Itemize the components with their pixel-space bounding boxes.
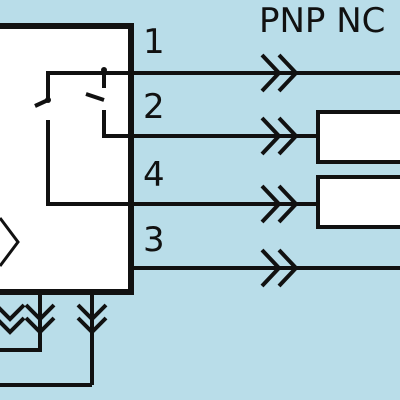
chevron-down-b2 (24, 316, 56, 335)
chevron-down-c1 (76, 303, 108, 322)
connector-chevrons (260, 53, 299, 288)
chevron-pin1-a (260, 53, 282, 93)
switch-node-1 (45, 97, 51, 103)
chevron-pin2-b (277, 116, 299, 156)
pin-label-3: 3 (143, 220, 165, 260)
chevron-pin3-a (260, 248, 282, 288)
chevron-down-a2 (0, 316, 26, 335)
switch-node-2 (101, 67, 107, 73)
pin-label-1: 1 (143, 22, 165, 62)
load-box-pin2 (316, 110, 400, 164)
contact-wire-pin4 (46, 120, 131, 206)
sensor-housing (0, 23, 134, 295)
leg-join-wire (0, 340, 42, 352)
contact-wire-pin2 (102, 110, 131, 138)
contact-blade-2 (85, 92, 105, 102)
chevron-pin4-b (277, 184, 299, 224)
chevron-pin3-b (277, 248, 299, 288)
down-chevrons (0, 303, 108, 335)
load-box-pin4 (316, 175, 400, 229)
chevron-down-a1 (0, 303, 26, 322)
pin-label-2: 2 (143, 87, 165, 127)
diagram-title: PNP NC (259, 1, 385, 41)
chevron-pin2-a (260, 116, 282, 156)
chevron-down-b1 (24, 303, 56, 322)
chevron-pin4-a (260, 184, 282, 224)
chevron-down-c2 (76, 316, 108, 335)
pin-label-4: 4 (143, 155, 165, 195)
amplifier-triangle (0, 217, 20, 267)
chevron-pin1-b (277, 53, 299, 93)
